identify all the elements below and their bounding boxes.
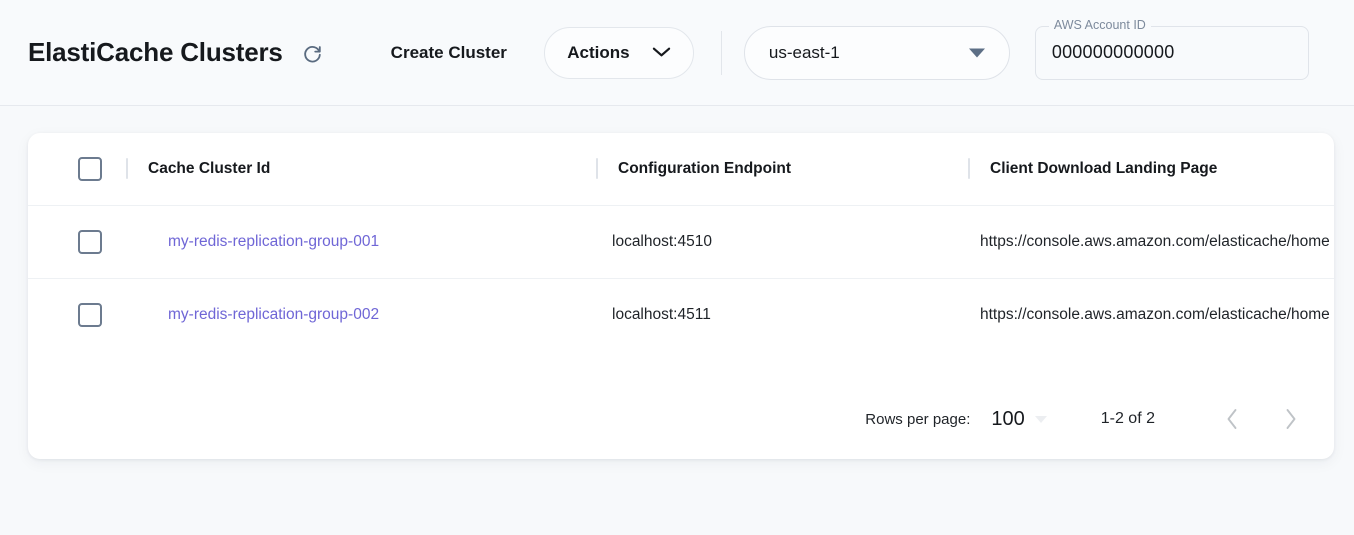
clusters-table: Cache Cluster Id Configuration Endpoint … xyxy=(28,133,1334,351)
refresh-icon-glyph xyxy=(303,45,321,62)
table-body: my-redis-replication-group-001 localhost… xyxy=(28,205,1334,351)
rows-per-page-select[interactable]: 100 xyxy=(991,407,1047,431)
table-head: Cache Cluster Id Configuration Endpoint … xyxy=(28,133,1334,205)
cell-configuration-endpoint: localhost:4511 xyxy=(596,278,968,351)
region-select[interactable]: us-east-1 xyxy=(743,25,1010,80)
previous-page-button[interactable] xyxy=(1210,397,1254,441)
column-separator-icon xyxy=(126,158,128,180)
aws-account-id-field[interactable]: AWS Account ID 000000000000 xyxy=(1034,18,1309,80)
select-all-checkbox[interactable] xyxy=(78,156,102,181)
cell-configuration-endpoint: localhost:4510 xyxy=(596,205,968,278)
pagination-range-label: 1-2 of 2 xyxy=(1100,410,1155,427)
table-row: my-redis-replication-group-001 localhost… xyxy=(28,205,1334,278)
clusters-table-card: Cache Cluster Id Configuration Endpoint … xyxy=(28,133,1334,459)
rows-per-page-value: 100 xyxy=(991,407,1025,430)
column-header-cache-cluster-id[interactable]: Cache Cluster Id xyxy=(126,133,596,205)
landing-page-url: https://console.aws.amazon.com/elasticac… xyxy=(980,305,1330,323)
endpoint-text: localhost:4511 xyxy=(612,305,711,323)
page-title: ElastiCache Clusters xyxy=(28,37,283,67)
refresh-icon[interactable] xyxy=(297,38,327,68)
cluster-link[interactable]: my-redis-replication-group-002 xyxy=(168,305,380,323)
title-group: ElastiCache Clusters xyxy=(28,37,327,68)
actions-button[interactable]: Actions xyxy=(543,26,694,79)
cell-cache-cluster-id: my-redis-replication-group-002 xyxy=(126,278,596,351)
app-header: ElastiCache Clusters Create Cluster Acti… xyxy=(0,0,1354,106)
aws-account-id-value: 000000000000 xyxy=(1051,42,1175,62)
column-header-label: Cache Cluster Id xyxy=(148,159,271,177)
header-divider xyxy=(720,30,722,75)
row-checkbox[interactable] xyxy=(78,229,102,254)
chevron-down-icon xyxy=(1034,415,1047,423)
cell-cache-cluster-id: my-redis-replication-group-001 xyxy=(126,205,596,278)
chevron-down-icon xyxy=(652,43,671,63)
row-select-cell xyxy=(28,278,126,351)
next-page-button[interactable] xyxy=(1268,397,1312,441)
caret-down-icon xyxy=(968,48,985,57)
actions-button-label: Actions xyxy=(567,42,630,62)
table-header-row: Cache Cluster Id Configuration Endpoint … xyxy=(28,133,1334,205)
main-content: Cache Cluster Id Configuration Endpoint … xyxy=(0,106,1354,459)
region-select-value: us-east-1 xyxy=(768,42,840,62)
row-select-cell xyxy=(28,205,126,278)
cell-client-download-landing-page: https://console.aws.amazon.com/elasticac… xyxy=(968,205,1334,278)
column-header-label: Client Download Landing Page xyxy=(990,159,1218,177)
select-all-header-cell xyxy=(28,133,126,205)
chevron-left-icon xyxy=(1227,409,1236,429)
column-header-client-download-landing-page[interactable]: Client Download Landing Page xyxy=(968,133,1334,205)
aws-account-id-label: AWS Account ID xyxy=(1048,18,1151,31)
cluster-link[interactable]: my-redis-replication-group-001 xyxy=(168,232,380,250)
column-separator-icon xyxy=(596,158,598,180)
table-row: my-redis-replication-group-002 localhost… xyxy=(28,278,1334,351)
landing-page-url: https://console.aws.amazon.com/elasticac… xyxy=(980,232,1330,250)
endpoint-text: localhost:4510 xyxy=(612,232,712,250)
create-cluster-button[interactable]: Create Cluster xyxy=(387,35,511,71)
cell-client-download-landing-page: https://console.aws.amazon.com/elasticac… xyxy=(968,278,1334,351)
chevron-down-icon-glyph xyxy=(652,47,670,56)
column-header-label: Configuration Endpoint xyxy=(618,159,792,177)
column-separator-icon xyxy=(968,158,970,180)
table-pagination: Rows per page: 100 1-2 of 2 xyxy=(865,379,1312,459)
chevron-right-icon xyxy=(1286,409,1295,429)
column-header-configuration-endpoint[interactable]: Configuration Endpoint xyxy=(596,133,968,205)
rows-per-page-label: Rows per page: xyxy=(865,410,971,428)
row-checkbox[interactable] xyxy=(78,302,102,327)
